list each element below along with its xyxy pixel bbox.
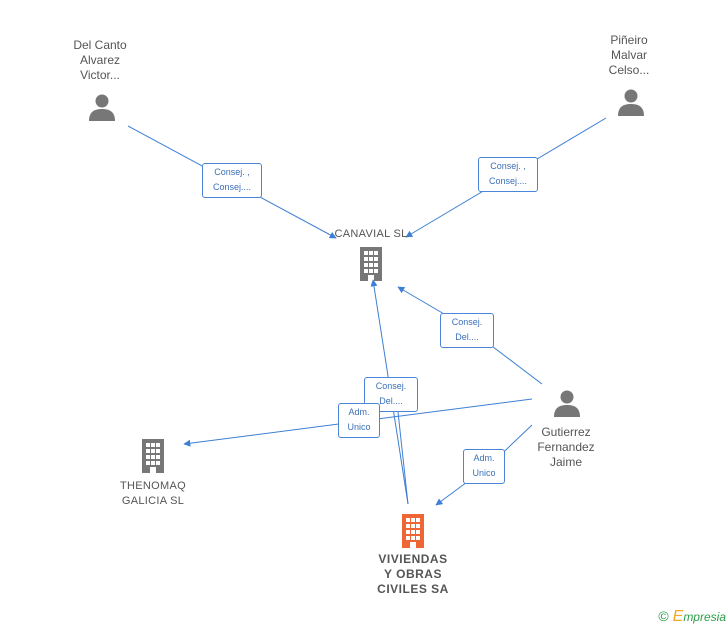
- edge-label-del-canto-canavial[interactable]: Consej. , Consej....: [202, 163, 262, 198]
- edge-label-gutierrez-viviendas[interactable]: Adm. Unico: [463, 449, 505, 484]
- edge-label-pineiro-canavial[interactable]: Consej. , Consej....: [478, 157, 538, 192]
- node-label-pineiro[interactable]: Piñeiro Malvar Celso...: [608, 33, 650, 77]
- node-label-viviendas[interactable]: VIVIENDAS Y OBRAS CIVILES SA: [377, 552, 449, 596]
- person-icon: [618, 89, 644, 116]
- person-icon: [89, 94, 115, 121]
- node-label-del-canto[interactable]: Del Canto Alvarez Victor...: [73, 38, 127, 82]
- edge-label-gutierrez-canavial[interactable]: Consej. Del....: [440, 313, 494, 348]
- node-label-thenomaq[interactable]: THENOMAQ GALICIA SL: [120, 480, 186, 507]
- person-icon: [554, 390, 580, 417]
- node-label-gutierrez[interactable]: Gutierrez Fernandez Jaime: [537, 425, 595, 469]
- copyright-symbol: ©: [658, 608, 669, 624]
- building-icon: [142, 439, 164, 473]
- empresia-logo[interactable]: ©Empresia: [658, 608, 726, 626]
- edge-viviendas-up: [397, 411, 409, 505]
- brand-initial: E: [672, 608, 684, 625]
- building-icon: [402, 514, 424, 548]
- building-icon: [360, 247, 382, 281]
- node-label-canavial[interactable]: CANAVIAL SL: [334, 228, 408, 240]
- edge-label-gutierrez-thenomaq[interactable]: Adm. Unico: [338, 403, 380, 438]
- brand-name: mpresia: [683, 610, 726, 624]
